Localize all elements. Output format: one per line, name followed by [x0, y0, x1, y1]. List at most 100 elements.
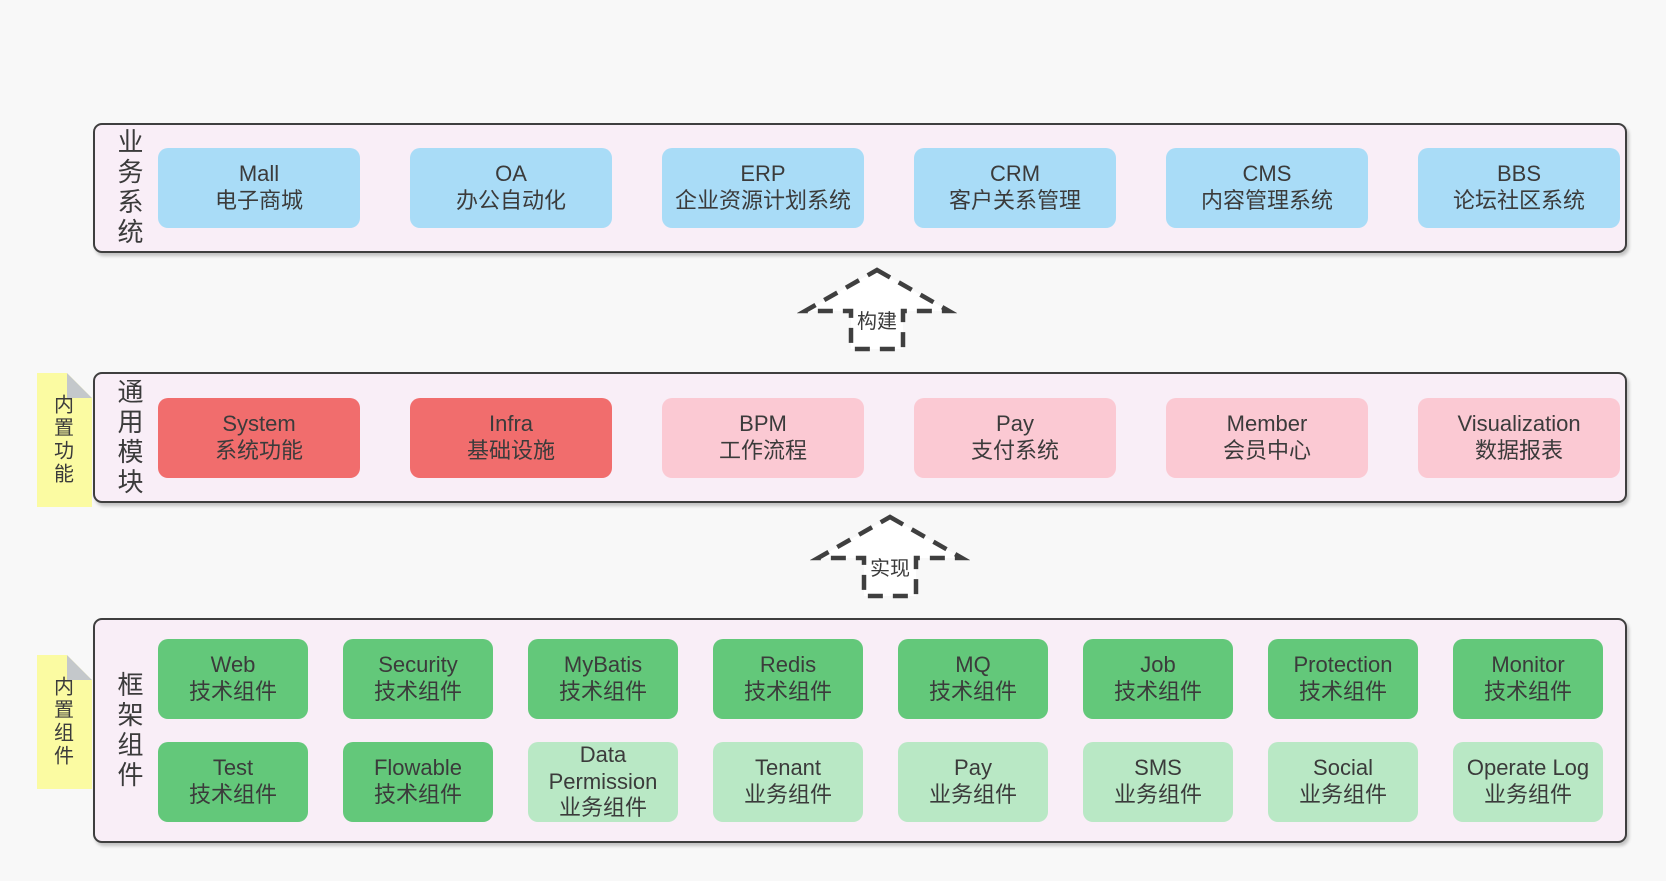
box-desc: 电子商城 — [214, 188, 303, 213]
box-mybatis: MyBatis 技术组件 — [528, 639, 678, 719]
folded-corner-icon — [67, 373, 92, 398]
box-desc: 支付系统 — [970, 437, 1059, 463]
box-visualization: Visualization 数据报表 — [1418, 397, 1620, 478]
box-member: Member 会员中心 — [1166, 397, 1368, 478]
box-security: Security 技术组件 — [343, 639, 493, 719]
box-flowable: Flowable 技术组件 — [343, 742, 493, 822]
framework-components-grid: Web 技术组件 Security 技术组件 MyBatis 技术组件 Redi… — [158, 639, 1603, 822]
arrow-build-label: 构建 — [854, 309, 900, 336]
box-desc: 技术组件 — [928, 679, 1017, 704]
box-data-permission: Data Permission 业务组件 — [528, 742, 678, 822]
box-system: System 系统功能 — [158, 397, 360, 478]
box-desc: 技术组件 — [743, 679, 832, 704]
panel-common-modules: 通用模块 System 系统功能 Infra 基础设施 BPM 工作流程 Pay… — [93, 372, 1627, 503]
arrow-implement: 实现 — [810, 512, 970, 600]
box-name: System — [222, 410, 296, 436]
panel-business-systems: 业务系统 Mall 电子商城 OA 办公自动化 ERP 企业资源计划系统 CRM… — [93, 123, 1627, 253]
box-name: Infra — [488, 410, 534, 436]
box-redis: Redis 技术组件 — [713, 639, 863, 719]
sticky-tab-built-in-features: 内置功能 — [37, 373, 92, 507]
box-desc: 业务组件 — [1483, 782, 1572, 807]
box-operate-log: Operate Log 业务组件 — [1453, 742, 1603, 822]
box-name: Visualization — [1457, 410, 1581, 436]
box-social: Social 业务组件 — [1268, 742, 1418, 822]
box-sms: SMS 业务组件 — [1083, 742, 1233, 822]
box-desc: 技术组件 — [1483, 679, 1572, 704]
panel-framework-components: 框架组件 Web 技术组件 Security 技术组件 MyBatis 技术组件… — [93, 618, 1627, 843]
box-test: Test 技术组件 — [158, 742, 308, 822]
box-desc: 工作流程 — [718, 437, 807, 463]
box-name: Web — [210, 652, 256, 678]
box-desc: 办公自动化 — [455, 188, 566, 213]
box-cms: CMS 内容管理系统 — [1166, 148, 1368, 228]
sticky-tab-built-in-components-label: 内置组件 — [50, 676, 73, 768]
box-name: Mall — [238, 161, 280, 187]
box-name: MQ — [955, 652, 991, 678]
box-desc: 技术组件 — [373, 679, 462, 704]
panel-components-side-label: 框架组件 — [114, 670, 144, 791]
box-mall: Mall 电子商城 — [158, 148, 360, 228]
box-name: Test — [212, 755, 254, 781]
box-name: Flowable — [373, 755, 463, 781]
box-name: Security — [378, 652, 458, 678]
box-bpm: BPM 工作流程 — [662, 397, 864, 478]
box-name: Protection — [1293, 652, 1393, 678]
sticky-tab-built-in-components: 内置组件 — [37, 655, 92, 789]
box-name: SMS — [1134, 755, 1182, 781]
box-protection: Protection 技术组件 — [1268, 639, 1418, 719]
box-desc: 论坛社区系统 — [1452, 188, 1585, 213]
box-name: CRM — [989, 161, 1041, 187]
panel-business-side-label: 业务系统 — [114, 128, 144, 248]
box-monitor: Monitor 技术组件 — [1453, 639, 1603, 719]
framework-components-row-1: Web 技术组件 Security 技术组件 MyBatis 技术组件 Redi… — [158, 639, 1603, 719]
box-web: Web 技术组件 — [158, 639, 308, 719]
box-name: Tenant — [754, 755, 822, 781]
box-desc: 企业资源计划系统 — [674, 188, 851, 213]
box-infra: Infra 基础设施 — [410, 397, 612, 478]
framework-components-row-2: Test 技术组件 Flowable 技术组件 Data Permission … — [158, 742, 1603, 822]
box-desc: 技术组件 — [373, 782, 462, 807]
box-name: CMS — [1242, 161, 1292, 187]
box-desc: 技术组件 — [1113, 679, 1202, 704]
box-name: Member — [1226, 410, 1308, 436]
box-desc: 数据报表 — [1474, 437, 1563, 463]
box-crm: CRM 客户关系管理 — [914, 148, 1116, 228]
box-desc: 技术组件 — [558, 679, 647, 704]
sticky-tab-built-in-features-label: 内置功能 — [50, 394, 73, 486]
box-desc: 技术组件 — [188, 782, 277, 807]
box-name: Pay — [954, 755, 992, 781]
box-pay: Pay 支付系统 — [914, 397, 1116, 478]
box-desc: 业务组件 — [743, 782, 832, 807]
box-name: Job — [1140, 652, 1176, 678]
arrow-build: 构建 — [797, 265, 957, 353]
box-desc: 内容管理系统 — [1200, 188, 1333, 213]
box-job: Job 技术组件 — [1083, 639, 1233, 719]
box-bbs: BBS 论坛社区系统 — [1418, 148, 1620, 228]
box-desc: 业务组件 — [928, 782, 1017, 807]
box-name: Monitor — [1491, 652, 1565, 678]
box-desc: 技术组件 — [1298, 679, 1387, 704]
box-desc: 系统功能 — [214, 437, 303, 463]
box-desc: 技术组件 — [188, 679, 277, 704]
box-name: Operate Log — [1466, 755, 1590, 781]
box-desc: 业务组件 — [1113, 782, 1202, 807]
common-modules-boxes: System 系统功能 Infra 基础设施 BPM 工作流程 Pay 支付系统… — [158, 397, 1620, 478]
box-desc: 业务组件 — [1298, 782, 1387, 807]
arrow-implement-label: 实现 — [867, 556, 913, 583]
box-desc: 基础设施 — [466, 437, 555, 463]
box-erp: ERP 企业资源计划系统 — [662, 148, 864, 228]
box-desc: 客户关系管理 — [948, 188, 1081, 213]
box-desc: 会员中心 — [1222, 437, 1311, 463]
box-tenant: Tenant 业务组件 — [713, 742, 863, 822]
box-name: OA — [495, 161, 527, 187]
box-name: MyBatis — [563, 652, 643, 678]
box-name: Pay — [996, 410, 1034, 436]
box-name: BBS — [1496, 161, 1542, 187]
folded-corner-icon — [67, 655, 92, 680]
box-name: BPM — [739, 410, 787, 436]
box-name: Social — [1313, 755, 1373, 781]
box-name: Redis — [759, 652, 817, 678]
box-oa: OA 办公自动化 — [410, 148, 612, 228]
business-systems-boxes: Mall 电子商城 OA 办公自动化 ERP 企业资源计划系统 CRM 客户关系… — [158, 148, 1620, 228]
